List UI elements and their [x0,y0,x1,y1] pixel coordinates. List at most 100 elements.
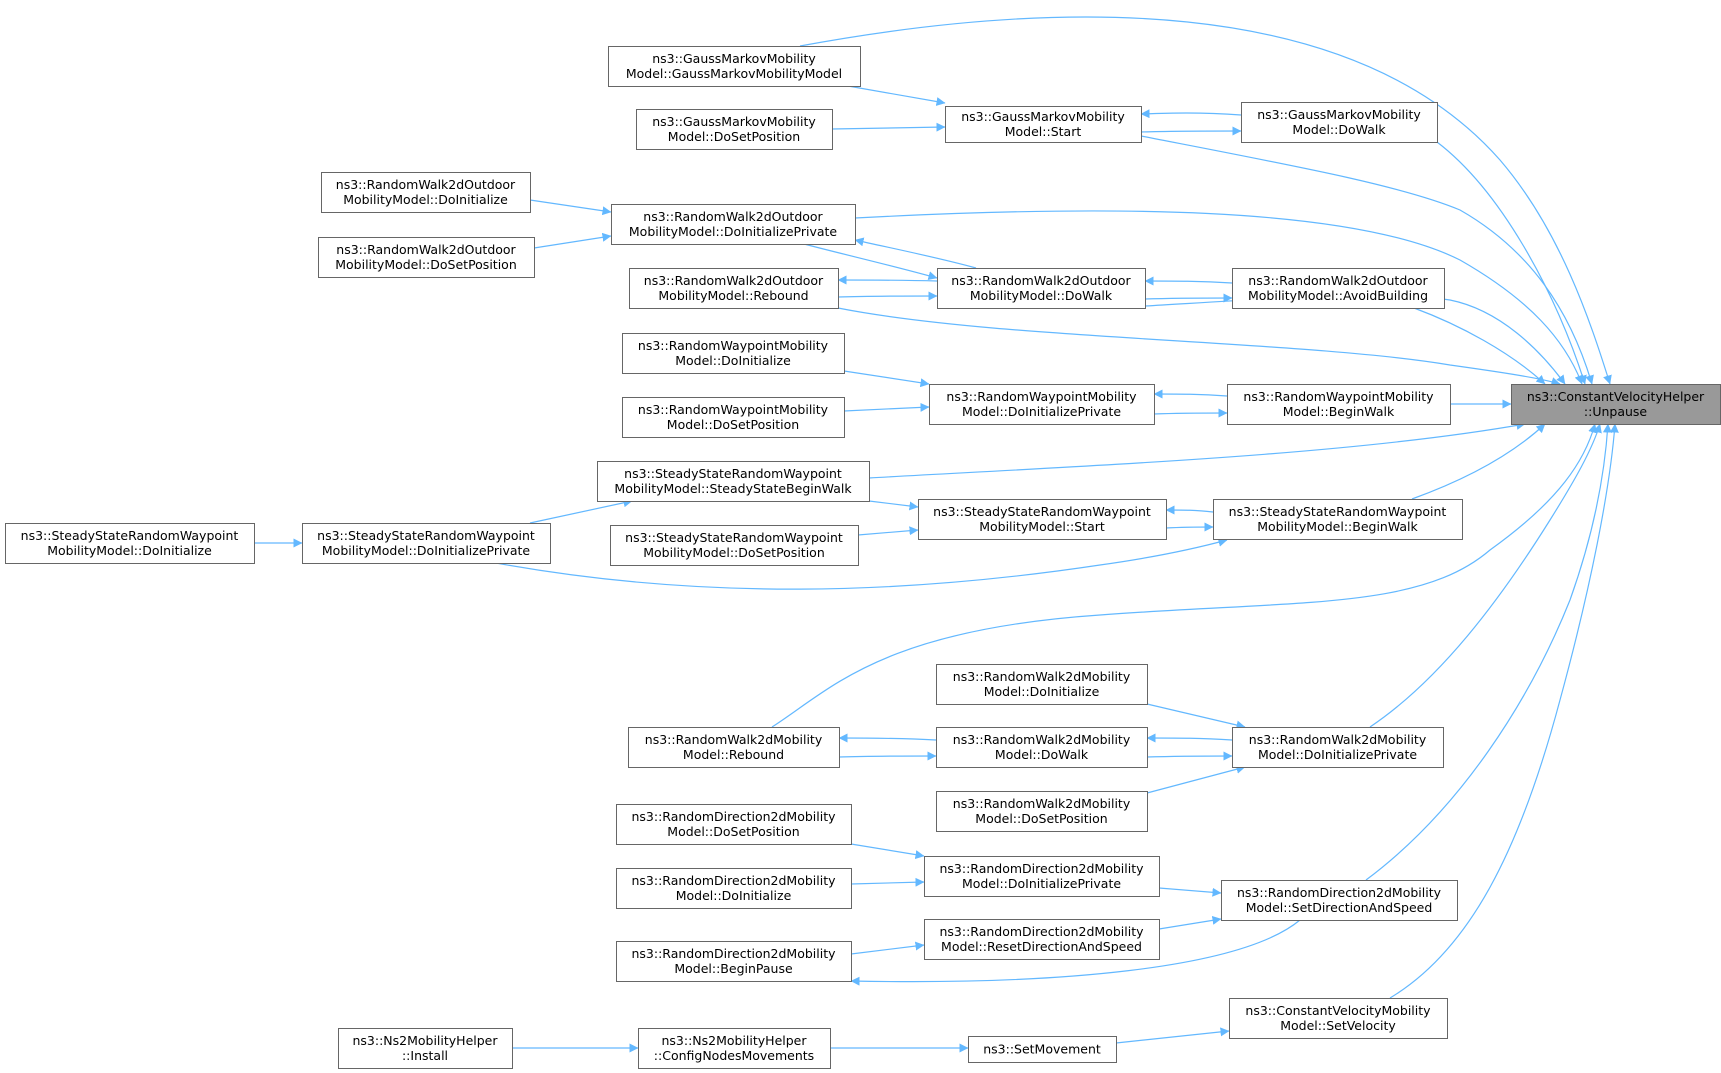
node-box [936,791,1148,832]
node-box [5,523,255,564]
node-label: ns3::RandomWaypointMobility [638,402,829,417]
node-ss-start[interactable]: ns3::SteadyStateRandomWaypointMobilityMo… [918,499,1167,540]
node-box [918,499,1167,540]
edge-gm_dosetpos-to-gm_start [831,122,946,132]
node-rw2o-rebound[interactable]: ns3::RandomWalk2dOutdoorMobilityModel::R… [629,268,839,309]
node-label: ns3::SteadyStateRandomWaypoint [625,530,843,545]
node-box [616,804,852,845]
node-label: ns3::RandomDirection2dMobility [631,873,836,888]
node-box [1511,384,1721,425]
node-label: ns3::RandomWalk2dMobility [1249,732,1427,747]
node-gm-dowalk[interactable]: ns3::GaussMarkovMobilityModel::DoWalk [1241,102,1438,143]
edge-cvm_setvel-to-cvh_unpause [1389,423,1619,999]
node-ss-beginwalk[interactable]: ns3::SteadyStateRandomWaypointMobilityMo… [1213,499,1463,540]
node-rw2o-doinit[interactable]: ns3::RandomWalk2dOutdoorMobilityModel::D… [321,172,531,213]
node-label: Model::DoWalk [995,747,1089,762]
edge-rw2_rebound-to-cvh_unpause [771,423,1598,728]
edge-rw2_doinit-to-rw2_doinitpriv [1146,703,1246,730]
node-label: ns3::RandomWaypointMobility [946,389,1137,404]
node-setmovement[interactable]: ns3::SetMovement [968,1036,1117,1063]
node-label: ns3::GaussMarkovMobility [652,114,816,129]
node-label: ns3::Ns2MobilityHelper [352,1033,498,1048]
edge-ss_beginwalk-to-ss_start [1165,505,1214,515]
edge-gm_start-to-gm_dowalk [1140,126,1242,136]
edge-rw2_rebound-to-rw2_dowalk [838,751,937,761]
node-rd2-doinit[interactable]: ns3::RandomDirection2dMobilityModel::DoI… [616,868,852,909]
node-label: ns3::RandomWalk2dOutdoor [644,273,824,288]
node-ns2-install[interactable]: ns3::Ns2MobilityHelper::Install [338,1028,513,1069]
edge-rd2_doinitpriv-to-rd2_setdir [1158,887,1222,897]
edge-rw2o_dowalk-to-rw2o_avoid [1144,293,1233,303]
node-rd2-beginpause[interactable]: ns3::RandomDirection2dMobilityModel::Beg… [616,941,852,982]
node-box [937,268,1146,309]
node-rd2-reset[interactable]: ns3::RandomDirection2dMobilityModel::Res… [924,919,1160,960]
node-rw2o-avoid[interactable]: ns3::RandomWalk2dOutdoorMobilityModel::A… [1232,268,1445,309]
node-rd2-doinitpriv[interactable]: ns3::RandomDirection2dMobilityModel::DoI… [924,856,1160,897]
edge-rw2o_dowalk-to-rw2o_rebound [837,275,938,285]
node-box [1227,384,1451,425]
node-ss-doinitpriv[interactable]: ns3::SteadyStateRandomWaypointMobilityMo… [302,523,551,564]
node-box [622,397,845,438]
node-label: ns3::RandomDirection2dMobility [939,861,1144,876]
node-label: MobilityModel::DoInitializePrivate [322,543,531,558]
node-label: ns3::RandomWalk2dOutdoor [951,273,1131,288]
edge-rw2_doinitpriv-to-cvh_unpause [1369,423,1602,728]
edge-ss_start-to-ss_beginwalk [1165,522,1214,532]
node-label: ns3::GaussMarkovMobility [961,109,1125,124]
node-ns2-config[interactable]: ns3::Ns2MobilityHelper::ConfigNodesMovem… [638,1028,831,1069]
node-label: ns3::Ns2MobilityHelper [661,1033,807,1048]
node-ss-doinit[interactable]: ns3::SteadyStateRandomWaypointMobilityMo… [5,523,255,564]
node-rd2-dosetpos[interactable]: ns3::RandomDirection2dMobilityModel::DoS… [616,804,852,845]
node-box [616,868,852,909]
node-rd2-setdir[interactable]: ns3::RandomDirection2dMobilityModel::Set… [1221,880,1458,921]
node-label: Model::DoSetPosition [975,811,1107,826]
node-rw2o-doinitpriv[interactable]: ns3::RandomWalk2dOutdoorMobilityModel::D… [611,204,856,245]
node-label: ns3::RandomDirection2dMobility [631,946,836,961]
node-cvh-unpause[interactable]: ns3::ConstantVelocityHelper::Unpause [1511,384,1721,425]
node-cvm-setvel[interactable]: ns3::ConstantVelocityMobilityModel::SetV… [1229,998,1448,1039]
node-label: Model::Start [1005,124,1082,139]
node-box [1221,880,1458,921]
node-rwp-beginwalk[interactable]: ns3::RandomWaypointMobilityModel::BeginW… [1227,384,1451,425]
node-rwp-doinitpriv[interactable]: ns3::RandomWaypointMobilityModel::DoInit… [929,384,1155,425]
node-rw2o-dowalk[interactable]: ns3::RandomWalk2dOutdoorMobilityModel::D… [937,268,1146,309]
edge-rw2_dowalk-to-rw2_doinitpriv [1146,751,1233,761]
node-rwp-doinit[interactable]: ns3::RandomWaypointMobilityModel::DoInit… [622,333,845,374]
node-rwp-dosetpos[interactable]: ns3::RandomWaypointMobilityModel::DoSetP… [622,397,845,438]
node-rw2-doinit[interactable]: ns3::RandomWalk2dMobilityModel::DoInitia… [936,664,1148,705]
edge-rw2o_avoid-to-rw2o_dowalk [1144,276,1233,286]
node-ss-dosetpos[interactable]: ns3::SteadyStateRandomWaypointMobilityMo… [610,525,859,566]
node-box [924,919,1160,960]
node-box [636,109,833,150]
node-box [929,384,1155,425]
edge-ss_steadybegin-to-ss_start [868,500,919,511]
node-gm-ctor[interactable]: ns3::GaussMarkovMobilityModel::GaussMark… [608,46,861,87]
node-label: Model::DoInitializePrivate [962,876,1121,891]
node-rw2o-dosetpos[interactable]: ns3::RandomWalk2dOutdoorMobilityModel::D… [318,237,535,278]
node-rw2-dosetpos[interactable]: ns3::RandomWalk2dMobilityModel::DoSetPos… [936,791,1148,832]
edge-ss_beginwalk-to-cvh_unpause [1411,423,1546,500]
edge-gm_dowalk-to-cvh_unpause [1436,141,1587,385]
edge-ss_doinitpriv-to-ss_steadybegin [529,498,633,524]
node-box [611,204,856,245]
edge-gm_start-to-cvh_unpause [1140,135,1594,385]
node-box [638,1028,831,1069]
node-gm-dosetpos[interactable]: ns3::GaussMarkovMobilityModel::DoSetPosi… [636,109,833,150]
node-box [616,941,852,982]
node-ss-steadybegin[interactable]: ns3::SteadyStateRandomWaypointMobilityMo… [597,461,870,502]
node-rw2-doinitpriv[interactable]: ns3::RandomWalk2dMobilityModel::DoInitia… [1232,727,1444,768]
edge-rw2_doinitpriv-to-rw2_dowalk [1146,733,1233,743]
node-label: MobilityModel::Rebound [658,288,808,303]
node-box [1232,727,1444,768]
node-label: ns3::SteadyStateRandomWaypoint [1229,504,1447,519]
node-gm-start[interactable]: ns3::GaussMarkovMobilityModel::Start [945,106,1142,143]
node-box [318,237,535,278]
node-box [302,523,551,564]
edge-rw2_dosetpos-to-rw2_doinitpriv [1146,764,1246,794]
node-label: ns3::RandomDirection2dMobility [1237,885,1442,900]
edge-rw2o_rebound-to-rw2o_dowalk [837,291,938,301]
node-box [936,664,1148,705]
